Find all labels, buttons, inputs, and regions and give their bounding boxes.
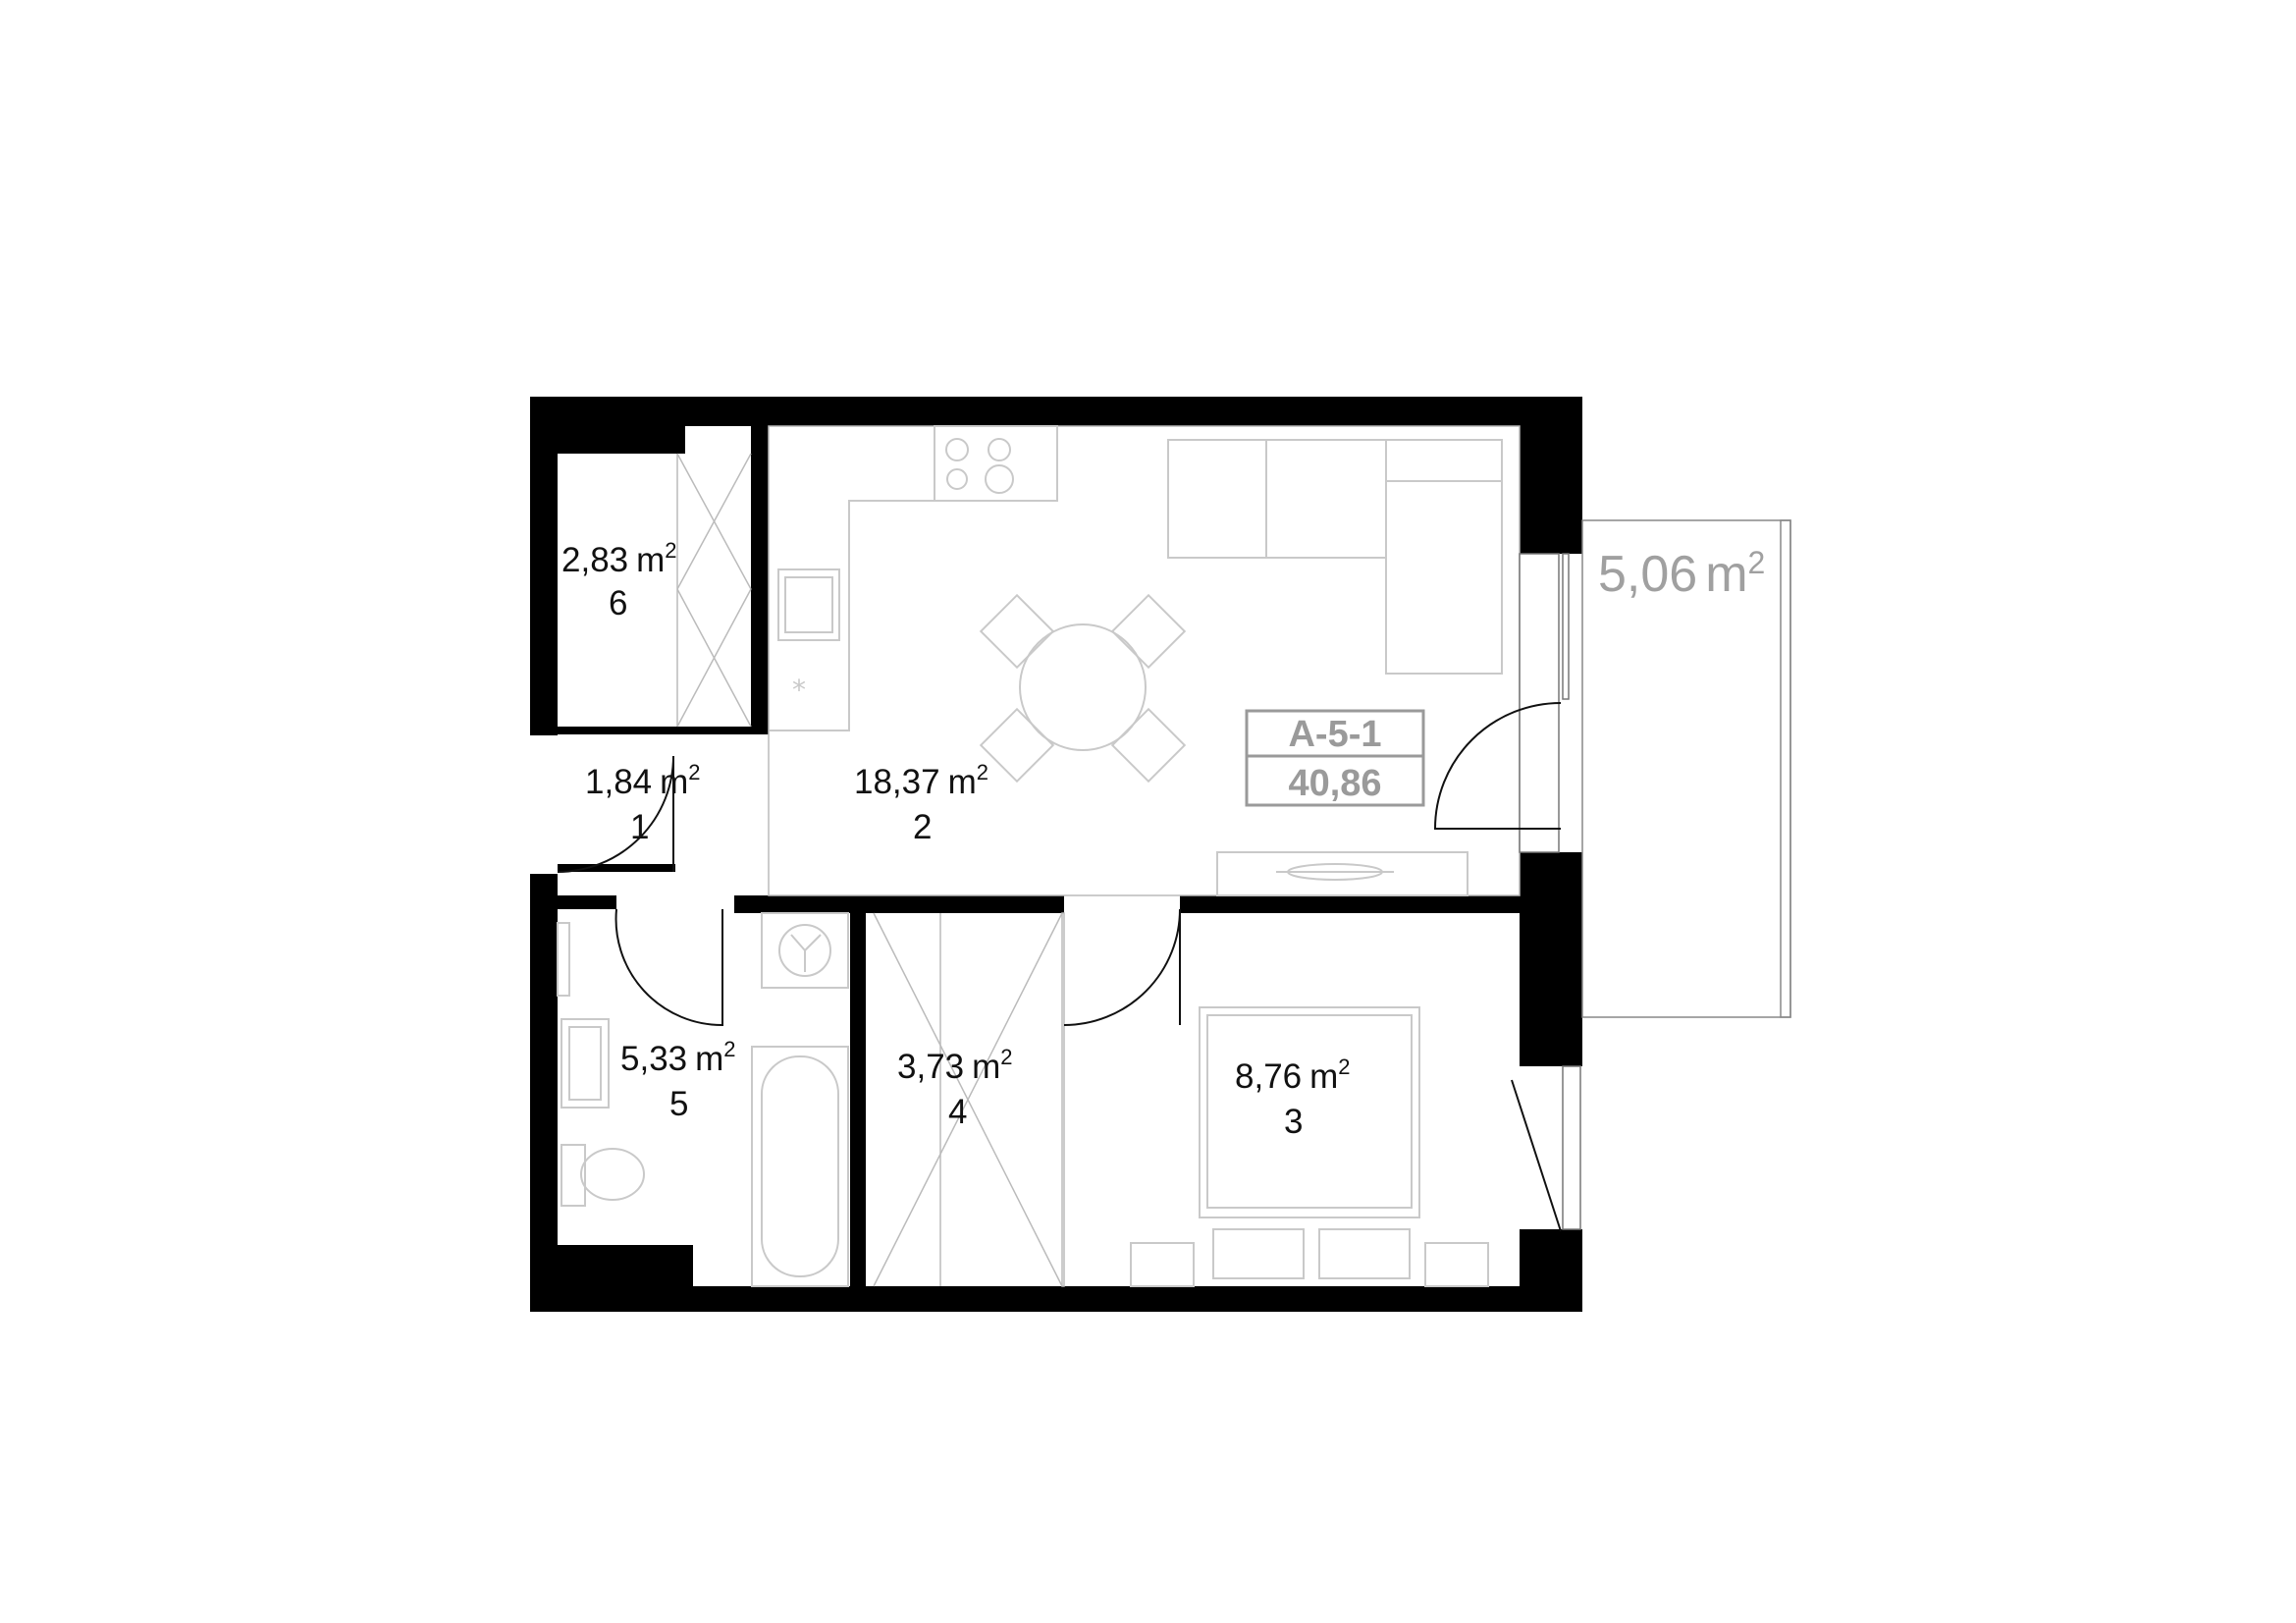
nightstand bbox=[1130, 1242, 1195, 1287]
wall-left-upper bbox=[530, 397, 558, 735]
storage-rack bbox=[676, 588, 752, 728]
wall-storage-bottom bbox=[558, 727, 769, 734]
kitchen-sink bbox=[777, 568, 840, 641]
unit-total-area: 40,86 bbox=[1288, 763, 1381, 804]
nightstand bbox=[1424, 1242, 1489, 1287]
wall-bottom bbox=[530, 1286, 1582, 1312]
stove-burner bbox=[985, 464, 1014, 494]
storage-rack bbox=[676, 453, 752, 590]
wall-right-mid bbox=[1520, 852, 1582, 1066]
bath-cabinet bbox=[557, 922, 570, 997]
door-bedroom[interactable] bbox=[1063, 908, 1181, 1026]
wall-right-top bbox=[1520, 397, 1582, 554]
window bbox=[1562, 1065, 1581, 1230]
room-number: 2 bbox=[913, 808, 932, 846]
unit-code: A-5-1 bbox=[1288, 714, 1381, 755]
unit-tag-frame bbox=[1245, 709, 1425, 807]
balcony-rail bbox=[1780, 519, 1791, 1018]
room-number: 4 bbox=[948, 1093, 967, 1131]
wall-bath-top bbox=[558, 895, 616, 909]
wardrobe-rack bbox=[873, 912, 1063, 1287]
fridge-icon: * bbox=[792, 674, 806, 706]
wall-hall-partition bbox=[734, 895, 1064, 913]
door-balcony[interactable] bbox=[1433, 702, 1562, 830]
unit-tag: A-5-1 40,86 bbox=[1245, 709, 1425, 807]
wall-wardrobe-right bbox=[1061, 912, 1065, 1287]
room-number: 1 bbox=[630, 808, 649, 846]
bathtub-basin bbox=[761, 1055, 839, 1277]
fixtures: * bbox=[557, 425, 1791, 1287]
sofa bbox=[1167, 439, 1503, 675]
door-balcony-window[interactable] bbox=[1511, 1079, 1562, 1232]
tv-cabinet bbox=[1216, 851, 1468, 896]
wall-entry-stub bbox=[558, 864, 675, 872]
kitchen-sink-basin bbox=[784, 576, 833, 633]
window bbox=[1562, 553, 1570, 700]
room-number: 3 bbox=[1284, 1103, 1303, 1141]
washing-machine bbox=[761, 912, 849, 989]
wall-top bbox=[530, 397, 1582, 426]
wall-bedroom-top bbox=[1180, 895, 1520, 913]
bath-sink-basin bbox=[568, 1026, 602, 1101]
toilet-tank bbox=[561, 1144, 586, 1207]
chair bbox=[979, 593, 1055, 670]
dining-table bbox=[1019, 623, 1147, 751]
walls bbox=[530, 397, 1582, 1312]
stove bbox=[934, 425, 1058, 502]
doors bbox=[557, 702, 1562, 1232]
wall-left-lower bbox=[530, 874, 558, 1312]
room-number: 5 bbox=[669, 1085, 688, 1123]
wall-living-outline bbox=[768, 425, 1521, 896]
wall-storage-right bbox=[751, 426, 769, 730]
chair bbox=[1110, 593, 1187, 670]
bed-inner bbox=[1206, 1014, 1413, 1209]
wall-right-bottom bbox=[1520, 1229, 1582, 1312]
door-bathroom[interactable] bbox=[614, 908, 723, 1027]
wall-storage-shelf-side bbox=[667, 426, 685, 454]
pillow bbox=[1212, 1228, 1305, 1279]
wall-bath-lower-shelf bbox=[558, 1245, 693, 1286]
washing-drum bbox=[778, 924, 831, 977]
pillow bbox=[1318, 1228, 1411, 1279]
toilet-bowl bbox=[580, 1148, 645, 1201]
wall-storage-shelf bbox=[558, 426, 675, 454]
wall-wardrobe-left bbox=[850, 909, 866, 1286]
door-entry[interactable] bbox=[557, 755, 674, 873]
stove-burner bbox=[945, 438, 969, 461]
bath-sink bbox=[561, 1018, 610, 1109]
bathtub bbox=[751, 1046, 849, 1287]
chair bbox=[979, 707, 1055, 784]
washing-drum-detail bbox=[790, 934, 822, 972]
stove-burner bbox=[946, 468, 968, 490]
chair bbox=[1110, 707, 1187, 784]
bed bbox=[1199, 1006, 1420, 1218]
room-number: 6 bbox=[609, 584, 627, 622]
stove-burner bbox=[988, 438, 1011, 461]
